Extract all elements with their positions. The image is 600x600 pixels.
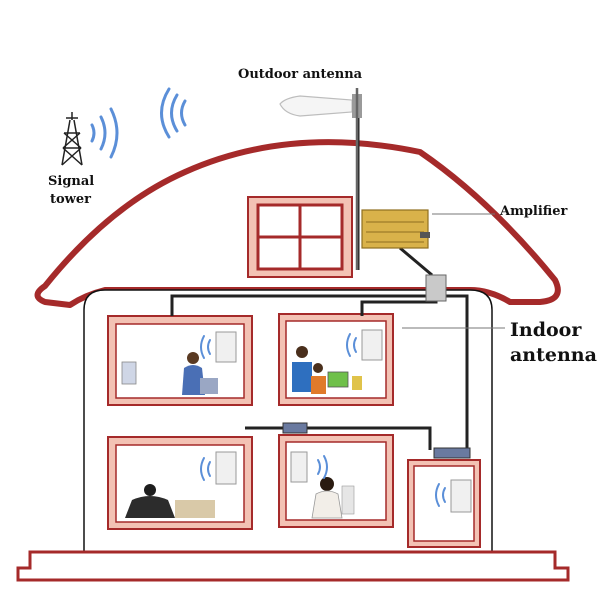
splitter-icon: [282, 274, 471, 459]
person-with-phone: [311, 477, 355, 519]
signal-tower-label-line2: tower: [50, 192, 91, 207]
outdoor-antenna-label: Outdoor antenna: [238, 67, 363, 82]
amplifier-label: Amplifier: [500, 204, 568, 219]
indoor-antenna-icon: [215, 329, 472, 513]
house-foundation: [16, 550, 570, 582]
indoor-antenna-label-line1: Indoor: [510, 319, 582, 341]
indoor-antenna-label-line2: antenna: [510, 344, 597, 366]
people-at-computer: [292, 346, 362, 394]
person-on-phone: [121, 352, 218, 395]
amplifier-icon: [361, 209, 430, 249]
signal-tower-label-line1: Signal: [48, 174, 95, 189]
person-sleeping: [125, 484, 215, 518]
signal-wave-icon: [90, 87, 187, 159]
outdoor-antenna-icon: [279, 88, 362, 270]
signal-tower-icon: [61, 112, 83, 166]
indoor-signal-waves: [200, 333, 446, 507]
attic-window: [247, 196, 353, 278]
